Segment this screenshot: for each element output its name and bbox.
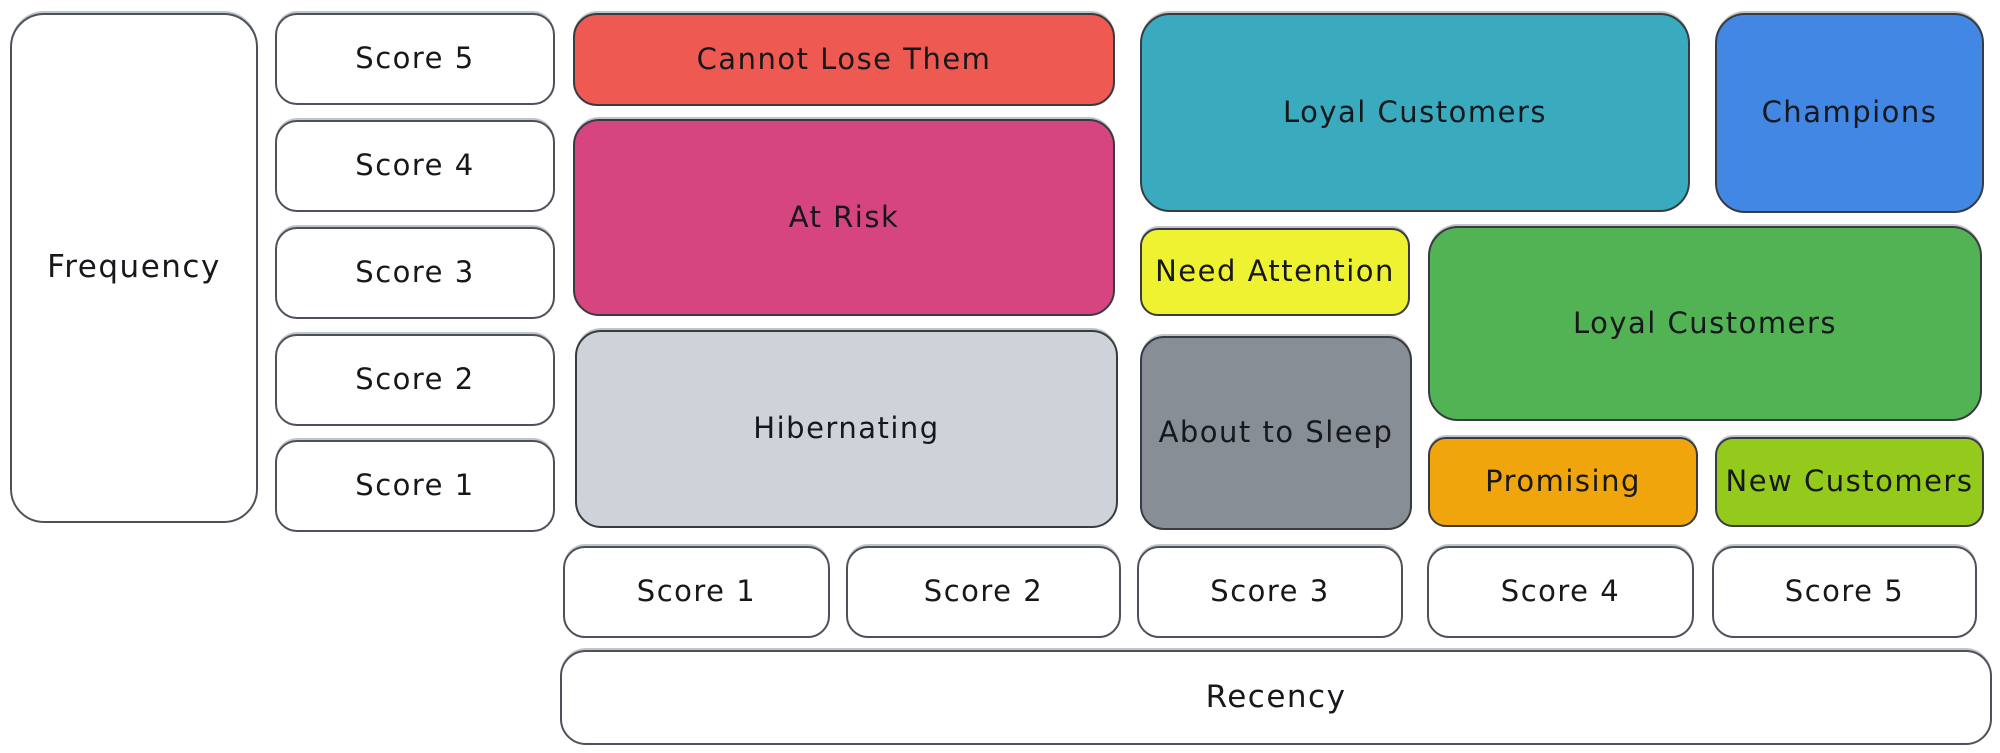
segment-about-to-sleep-label: About to Sleep bbox=[1158, 415, 1394, 450]
recency-score-1-label: Score 1 bbox=[636, 574, 757, 609]
frequency-score-5-label: Score 5 bbox=[355, 41, 475, 76]
frequency-score-4-label: Score 4 bbox=[355, 148, 475, 183]
frequency-score-2-box: Score 2 bbox=[275, 334, 555, 426]
recency-axis-label-box: Recency bbox=[560, 650, 1992, 745]
segment-at-risk: At Risk bbox=[573, 119, 1115, 316]
segment-about-to-sleep: About to Sleep bbox=[1140, 336, 1412, 530]
segment-loyal-customers-upper-label: Loyal Customers bbox=[1282, 94, 1548, 129]
segment-loyal-customers-lower-label: Loyal Customers bbox=[1572, 305, 1838, 340]
frequency-score-2-label: Score 2 bbox=[355, 362, 475, 397]
frequency-score-5-box: Score 5 bbox=[275, 13, 555, 105]
segment-at-risk-label: At Risk bbox=[788, 199, 900, 234]
segment-cannot-lose-them-label: Cannot Lose Them bbox=[696, 41, 992, 76]
segment-new-customers: New Customers bbox=[1715, 437, 1984, 527]
recency-score-4-label: Score 4 bbox=[1500, 574, 1621, 609]
frequency-score-4-box: Score 4 bbox=[275, 120, 555, 212]
segment-hibernating: Hibernating bbox=[575, 330, 1118, 528]
segment-need-attention: Need Attention bbox=[1140, 228, 1410, 316]
segment-loyal-customers-upper: Loyal Customers bbox=[1140, 13, 1690, 212]
segment-champions-label: Champions bbox=[1761, 95, 1938, 130]
recency-score-2-box: Score 2 bbox=[846, 546, 1121, 638]
recency-score-3-label: Score 3 bbox=[1210, 574, 1330, 609]
frequency-score-3-box: Score 3 bbox=[275, 227, 555, 319]
segment-cannot-lose-them: Cannot Lose Them bbox=[573, 13, 1115, 106]
frequency-score-1-label: Score 1 bbox=[355, 468, 475, 503]
segment-new-customers-label: New Customers bbox=[1725, 464, 1974, 499]
segment-loyal-customers-lower: Loyal Customers bbox=[1428, 226, 1982, 421]
recency-score-5-label: Score 5 bbox=[1784, 574, 1905, 609]
segment-champions: Champions bbox=[1715, 13, 1984, 213]
segment-hibernating-label: Hibernating bbox=[753, 411, 940, 446]
recency-score-4-box: Score 4 bbox=[1427, 546, 1694, 638]
frequency-axis-label-box: Frequency bbox=[10, 13, 258, 523]
frequency-score-1-box: Score 1 bbox=[275, 440, 555, 532]
segment-promising: Promising bbox=[1428, 437, 1698, 527]
segment-promising-label: Promising bbox=[1485, 464, 1641, 499]
segment-need-attention-label: Need Attention bbox=[1155, 254, 1395, 289]
frequency-score-3-label: Score 3 bbox=[355, 255, 475, 290]
recency-score-3-box: Score 3 bbox=[1137, 546, 1403, 638]
recency-score-2-label: Score 2 bbox=[923, 574, 1044, 609]
recency-score-1-box: Score 1 bbox=[563, 546, 830, 638]
recency-axis-label: Recency bbox=[1205, 678, 1347, 715]
recency-score-5-box: Score 5 bbox=[1712, 546, 1977, 638]
frequency-axis-label: Frequency bbox=[47, 249, 221, 286]
